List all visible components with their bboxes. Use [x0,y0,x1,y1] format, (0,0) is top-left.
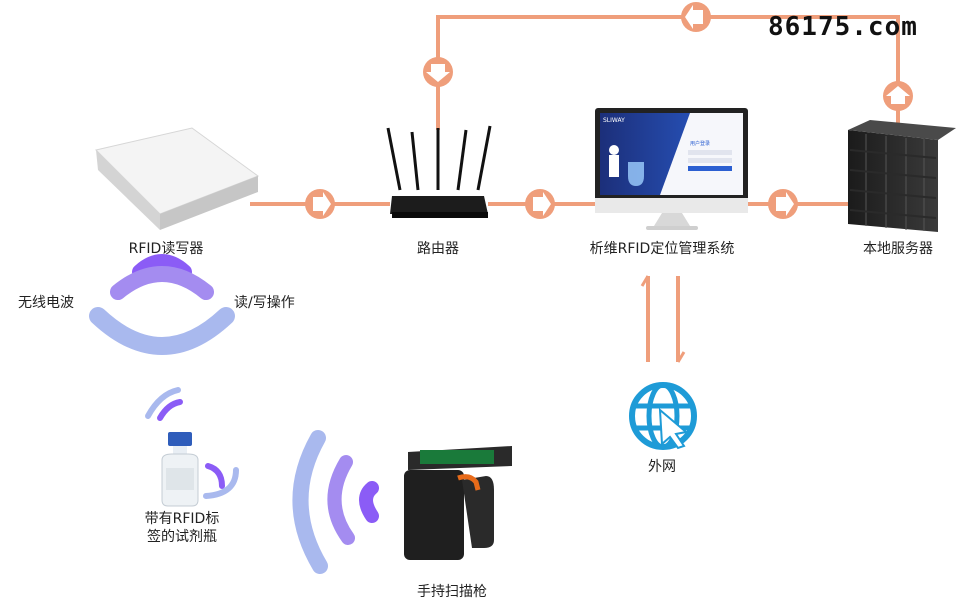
server-rack [848,120,956,232]
label-rfid-reader: RFID读写器 [128,241,204,257]
label-router: 路由器 [417,241,459,257]
arrow-right-icon [768,189,798,219]
screen-login-title: 用户登录 [690,140,710,147]
bottle-wave-arcs [145,387,239,499]
label-bottle-line2: 签的试剂瓶 [147,529,217,545]
arrow-left-icon [681,2,711,32]
screen-brand: SLIWAY [603,117,625,124]
label-radio-wave: 无线电波 [18,295,74,311]
watermark-text: 86175.com [768,12,918,42]
handheld-scanner [404,446,512,560]
arrow-down-icon [423,57,453,87]
label-local-server: 本地服务器 [863,241,933,257]
arrow-up-icon [883,81,913,111]
rfid-reader-device [95,127,260,230]
label-read-write: 读/写操作 [234,295,295,311]
reagent-bottle [161,432,199,507]
label-management-system: 析维RFID定位管理系统 [589,241,735,257]
scanner-wave-arcs [292,430,379,574]
label-internet: 外网 [648,459,676,475]
router-device [386,125,492,218]
updown-arrow-heads [640,275,686,363]
arrow-right-icon [305,189,335,219]
globe-icon [629,382,697,450]
radio-wave-arcs [89,254,235,355]
arrow-right-icon [525,189,555,219]
connection-lines [250,15,900,362]
label-bottle-line1: 带有RFID标 [144,511,220,527]
label-handheld-scanner: 手持扫描枪 [417,584,487,600]
monitor-device: SLIWAY 用户登录 [595,108,748,230]
